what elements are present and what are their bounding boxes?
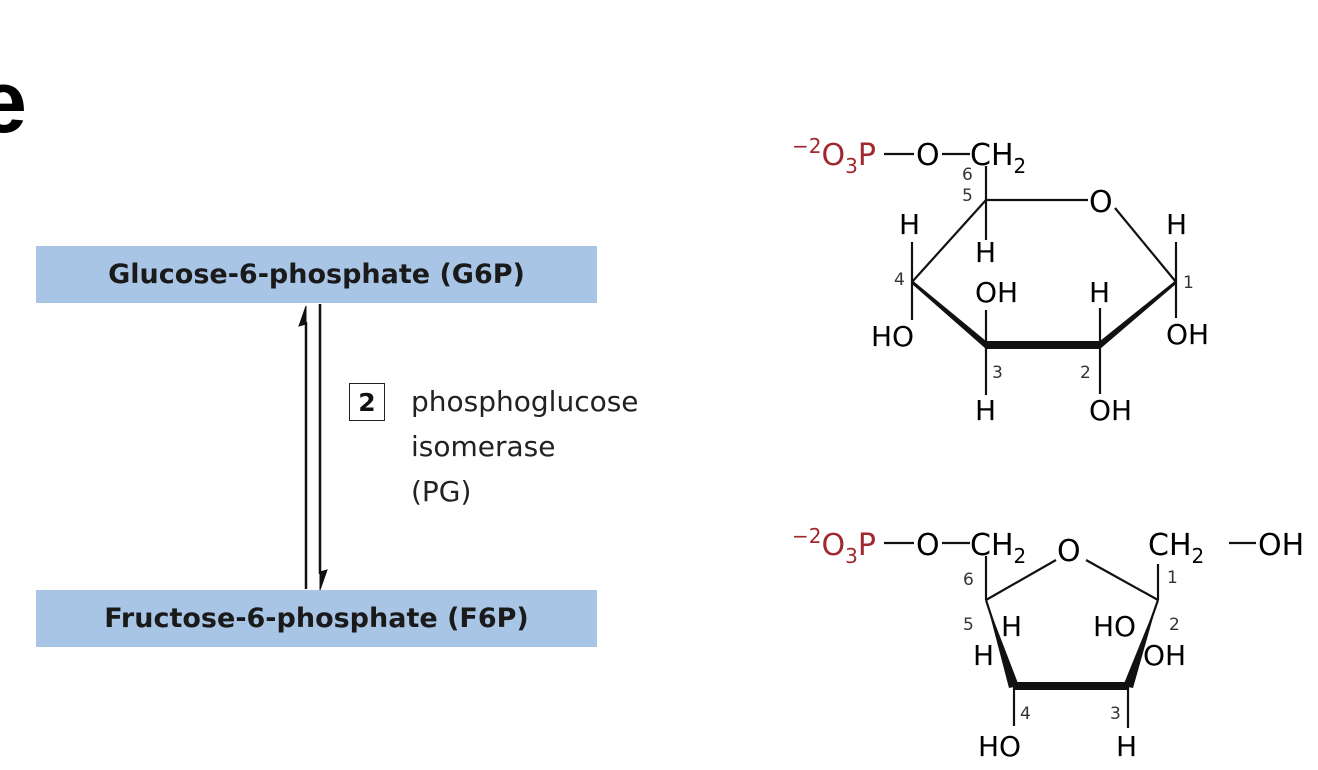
fructose-sub-oh-c2: OH [1143, 639, 1186, 672]
enzyme-name-line-3: (PG) [411, 475, 472, 508]
glucose-sub-h-c1: H [1166, 208, 1187, 241]
glucose-sub-h-c5: H [975, 236, 996, 269]
substrate-label: Glucose-6-phosphate (G6P) [108, 259, 525, 290]
fructose-carbon-numbers: 1 2 3 4 5 6 [963, 568, 1180, 724]
glucose-ring-oxygen: O [1089, 185, 1113, 220]
step-number-badge: 2 [349, 383, 385, 421]
glucose-phosphate-label: −2O3P [792, 134, 876, 178]
svg-text:6: 6 [963, 570, 974, 590]
fructose-right-wedge [1123, 600, 1158, 688]
glucose-sub-oh-c1: OH [1166, 318, 1209, 351]
product-box: Fructose-6-phosphate (F6P) [36, 590, 597, 647]
fructose-bonds [884, 541, 1256, 728]
fructose-left-wedge [986, 600, 1019, 688]
glucose-bold-bond-right [1100, 280, 1176, 349]
svg-text:6: 6 [962, 165, 973, 185]
reverse-arrow-head [298, 305, 307, 327]
enzyme-name-line-1: phosphoglucose [411, 385, 639, 418]
glucose-sub-h-c3-bottom: H [975, 394, 996, 427]
fructose-phosphate-label: −2O3P [792, 524, 876, 568]
svg-text:5: 5 [962, 186, 973, 206]
glucose-sub-ho-c4: HO [871, 320, 914, 353]
svg-text:1: 1 [1167, 568, 1178, 588]
fructose-oh-c1: OH [1258, 528, 1304, 563]
fructose-ch2-right: CH2 [1148, 528, 1204, 568]
enzyme-name-line-2: isomerase [411, 430, 556, 463]
glucose-ch2: CH2 [970, 138, 1026, 178]
glucose-carbon-numbers: 1 2 3 4 5 6 [894, 165, 1194, 383]
glucose-linker-o: O [916, 138, 940, 173]
substrate-box: Glucose-6-phosphate (G6P) [36, 246, 597, 303]
fructose-ch2-left: CH2 [970, 528, 1026, 568]
product-label: Fructose-6-phosphate (F6P) [104, 603, 529, 634]
forward-arrow-head [319, 569, 328, 591]
glucose-bonds [884, 152, 1178, 395]
fructose-sub-ho-c4: HO [978, 730, 1021, 763]
glucose-sub-oh-c2-bottom: OH [1089, 394, 1132, 427]
svg-text:1: 1 [1183, 273, 1194, 293]
svg-text:3: 3 [992, 363, 1003, 383]
fructose-sub-h-c5-right: H [1001, 610, 1022, 643]
glucose-sub-oh-c3: OH [975, 276, 1018, 309]
fructose-ring-oxygen: O [1057, 534, 1081, 569]
glucose-6-phosphate-structure: −2O3P O CH2 O H H H OH H HO OH H OH 1 2 … [792, 134, 1209, 427]
svg-text:2: 2 [1169, 615, 1180, 635]
glucose-bold-bond-left [912, 280, 986, 349]
fructose-sub-h-c5-left: H [973, 639, 994, 672]
fructose-linker-o: O [916, 528, 940, 563]
fructose-sub-ho-c3: HO [1093, 610, 1136, 643]
cut-off-title-letter: e [0, 52, 27, 151]
svg-text:3: 3 [1110, 704, 1121, 724]
equilibrium-arrows [298, 304, 328, 591]
svg-text:5: 5 [963, 615, 974, 635]
fructose-6-phosphate-structure: −2O3P O CH2 O CH2 OH H H HO OH HO H 1 2 … [792, 524, 1304, 763]
svg-text:4: 4 [1020, 704, 1031, 724]
svg-text:4: 4 [894, 270, 905, 290]
fructose-sub-h-c3-bottom: H [1116, 730, 1137, 763]
glucose-sub-h-c2: H [1089, 276, 1110, 309]
svg-text:2: 2 [1080, 363, 1091, 383]
glucose-sub-h-c4: H [899, 208, 920, 241]
